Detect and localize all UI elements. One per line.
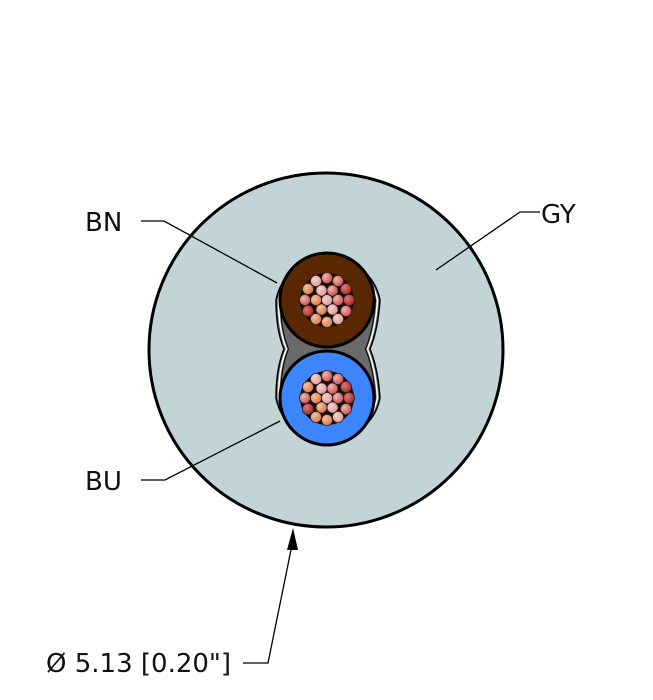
label-bn: BN	[85, 208, 122, 238]
leader-line-bn	[141, 220, 278, 284]
arrowhead-icon	[287, 528, 298, 550]
label-gy: GY	[541, 200, 576, 230]
label-bu: BU	[85, 467, 122, 497]
leader-line-gy	[435, 211, 540, 271]
brown-core-bn	[278, 251, 376, 349]
leader-line-bu	[141, 420, 281, 481]
blue-core-bu	[278, 349, 376, 447]
leader-line-diameter	[243, 539, 294, 664]
label-diameter: Ø 5.13 [0.20"]	[46, 649, 231, 679]
